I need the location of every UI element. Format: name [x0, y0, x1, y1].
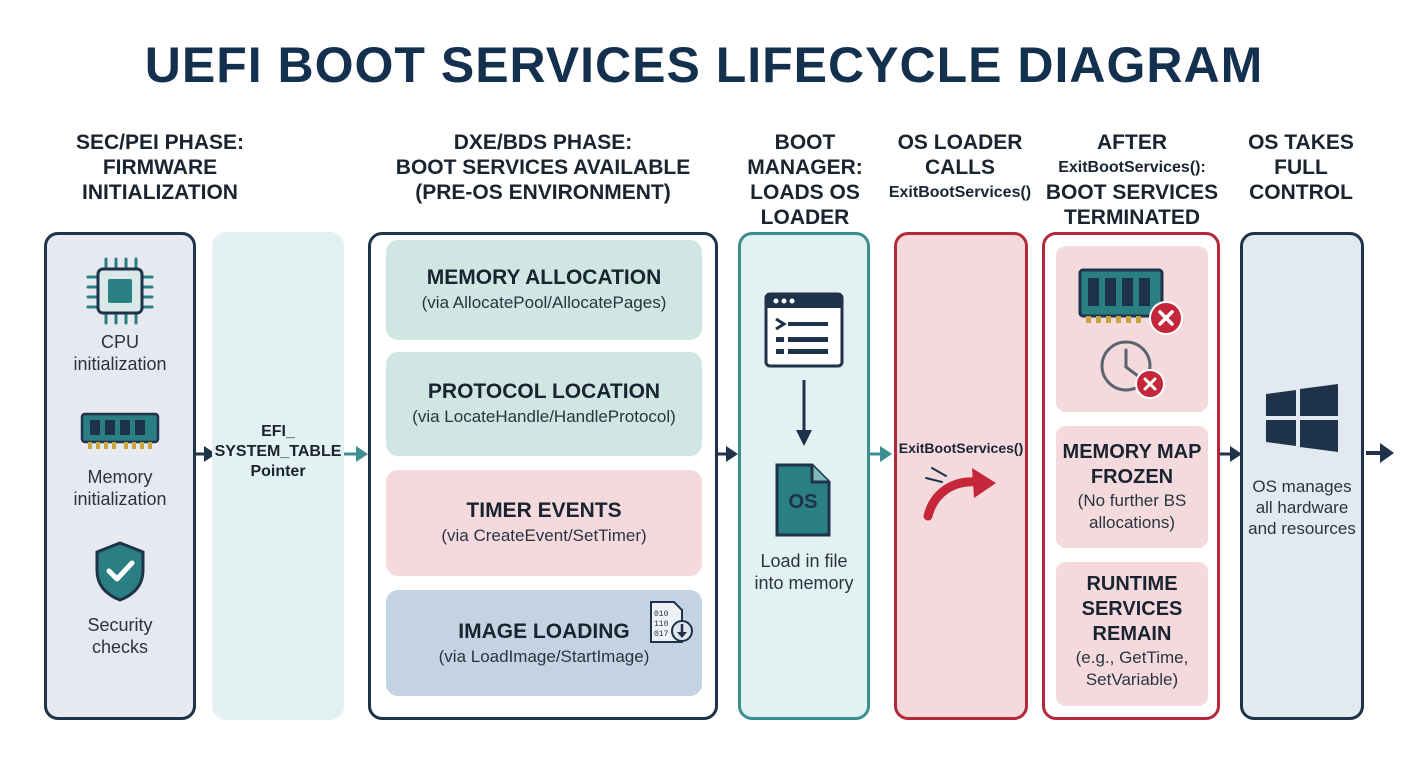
- header-line: BOOT: [774, 131, 836, 154]
- box-sub-line: (No further BS: [1077, 491, 1187, 510]
- system-table-column: [212, 232, 344, 720]
- box-subtitle: (via AllocatePool/AllocatePages): [421, 293, 667, 312]
- os-control-caption: OS manages all hardware and resources: [1240, 476, 1364, 539]
- header-line: TERMINATED: [1063, 206, 1201, 229]
- cpu-init-label: CPU initialization: [44, 331, 196, 375]
- box-title-line: MEMORY MAP: [1062, 441, 1202, 463]
- binary-line: 110: [654, 620, 669, 629]
- windows-logo-icon: [1266, 384, 1338, 452]
- box-subtitle: (via LocateHandle/HandleProtocol): [412, 407, 676, 426]
- header-line: OS TAKES: [1248, 131, 1354, 154]
- os-file-text: OS: [789, 491, 818, 513]
- header-line: BOOT SERVICES: [1045, 181, 1219, 204]
- header-line: LOADS OS: [750, 181, 860, 204]
- memory-init-label: Memory initialization: [44, 466, 196, 510]
- label-line: checks: [91, 637, 149, 657]
- header-sec-pei: SEC/PEI PHASE: FIRMWARE INITIALIZATION: [40, 130, 280, 205]
- shield-check-icon: [95, 541, 145, 602]
- header-line: MANAGER:: [747, 156, 863, 179]
- memory-allocation-box: MEMORY ALLOCATION (via AllocatePool/Allo…: [386, 240, 702, 340]
- arrow-down-icon: [796, 380, 812, 446]
- header-line: CONTROL: [1249, 181, 1353, 204]
- caption-line: and resources: [1248, 519, 1356, 538]
- runtime-services-text: RUNTIME SERVICES REMAIN (e.g., GetTime, …: [1056, 572, 1208, 691]
- arrow-right-icon: [194, 446, 216, 462]
- box-subtitle: (via LoadImage/StartImage): [438, 647, 650, 666]
- label-line: Security: [87, 615, 153, 635]
- header-line: LOADER: [760, 206, 850, 229]
- arrow-right-icon: [870, 446, 892, 462]
- header-line: FIRMWARE: [102, 156, 218, 179]
- header-line: FULL: [1274, 156, 1328, 179]
- box-sub-line: (e.g., GetTime,: [1075, 648, 1189, 667]
- header-os-loader: OS LOADER CALLS ExitBootServices(): [880, 130, 1040, 205]
- arrow-right-icon: [716, 446, 738, 462]
- header-line: AFTER: [1097, 131, 1167, 154]
- box-subtitle: (via CreateEvent/SetTimer): [441, 526, 647, 545]
- memory-map-frozen-box: MEMORY MAP FROZEN (No further BS allocat…: [1056, 426, 1208, 548]
- header-os-control: OS TAKES FULL CONTROL: [1236, 130, 1366, 205]
- header-line: (PRE-OS ENVIRONMENT): [415, 181, 671, 204]
- header-line: BOOT SERVICES AVAILABLE: [395, 156, 691, 179]
- box-title: PROTOCOL LOCATION: [427, 380, 661, 403]
- os-file-icon: OS: [775, 463, 831, 537]
- exit-arrow-icon: [923, 467, 996, 521]
- arrow-right-icon: [1366, 443, 1394, 463]
- box-sub-line: allocations): [1089, 513, 1175, 532]
- os-control-column: [1240, 232, 1364, 720]
- label-line: Pointer: [250, 463, 306, 480]
- header-line: SEC/PEI PHASE:: [75, 131, 245, 154]
- system-table-label: EFI_ SYSTEM_TABLE Pointer: [212, 422, 344, 482]
- label-line: SYSTEM_TABLE: [214, 443, 342, 460]
- box-title-line: REMAIN: [1092, 623, 1172, 645]
- header-line: ExitBootServices():: [1058, 159, 1206, 176]
- label-line: Memory: [87, 467, 153, 487]
- header-after-exit: AFTER ExitBootServices(): BOOT SERVICES …: [1044, 130, 1220, 230]
- box-title-line: RUNTIME: [1086, 573, 1178, 595]
- caption-line: Load in file: [760, 551, 848, 571]
- box-title: IMAGE LOADING: [458, 620, 630, 643]
- caption-line: into memory: [754, 573, 854, 593]
- protocol-location-box: PROTOCOL LOCATION (via LocateHandle/Hand…: [386, 352, 702, 456]
- binary-line: 017: [654, 630, 669, 639]
- header-line: DXE/BDS PHASE:: [453, 131, 633, 154]
- label-line: initialization: [73, 354, 167, 374]
- image-loading-box: IMAGE LOADING (via LoadImage/StartImage): [386, 590, 702, 696]
- exit-call-label: ExitBootServices(): [898, 440, 1024, 456]
- header-boot-manager: BOOT MANAGER: LOADS OS LOADER: [740, 130, 870, 230]
- header-line: OS LOADER: [897, 131, 1023, 154]
- clock-error-icon: [1100, 340, 1165, 399]
- box-title-line: SERVICES: [1081, 598, 1183, 620]
- security-checks-label: Security checks: [44, 614, 196, 658]
- arrow-right-icon: [1220, 446, 1242, 462]
- label-line: EFI_: [261, 423, 295, 440]
- caption-line: all hardware: [1255, 498, 1349, 517]
- runtime-services-box: RUNTIME SERVICES REMAIN (e.g., GetTime, …: [1056, 562, 1208, 706]
- header-line: INITIALIZATION: [82, 181, 238, 204]
- arrow-right-icon: [344, 446, 368, 462]
- cpu-chip-icon: [86, 257, 154, 325]
- ram-error-icon: [1078, 268, 1183, 335]
- binary-line: 010: [654, 610, 669, 619]
- box-title: MEMORY ALLOCATION: [426, 266, 662, 289]
- header-dxe-bds: DXE/BDS PHASE: BOOT SERVICES AVAILABLE (…: [370, 130, 716, 205]
- os-loader-call-column: [894, 232, 1028, 720]
- memory-map-text: MEMORY MAP FROZEN (No further BS allocat…: [1056, 440, 1208, 534]
- box-sub-line: SetVariable): [1085, 670, 1179, 689]
- load-file-caption: Load in file into memory: [738, 550, 870, 594]
- diagram-title: UEFI BOOT SERVICES LIFECYCLE DIAGRAM: [144, 37, 1264, 93]
- box-title: TIMER EVENTS: [466, 499, 622, 522]
- box-title-line: FROZEN: [1090, 466, 1174, 488]
- label-line: initialization: [73, 489, 167, 509]
- program-window-icon: [764, 292, 844, 368]
- memory-module-icon: [80, 412, 160, 449]
- timer-events-box: TIMER EVENTS (via CreateEvent/SetTimer): [386, 470, 702, 576]
- header-line: CALLS: [925, 156, 995, 179]
- caption-line: OS manages: [1252, 477, 1352, 496]
- header-line: ExitBootServices(): [888, 184, 1032, 201]
- label-line: CPU: [100, 332, 139, 352]
- binary-download-icon: 010 110 017: [650, 601, 693, 643]
